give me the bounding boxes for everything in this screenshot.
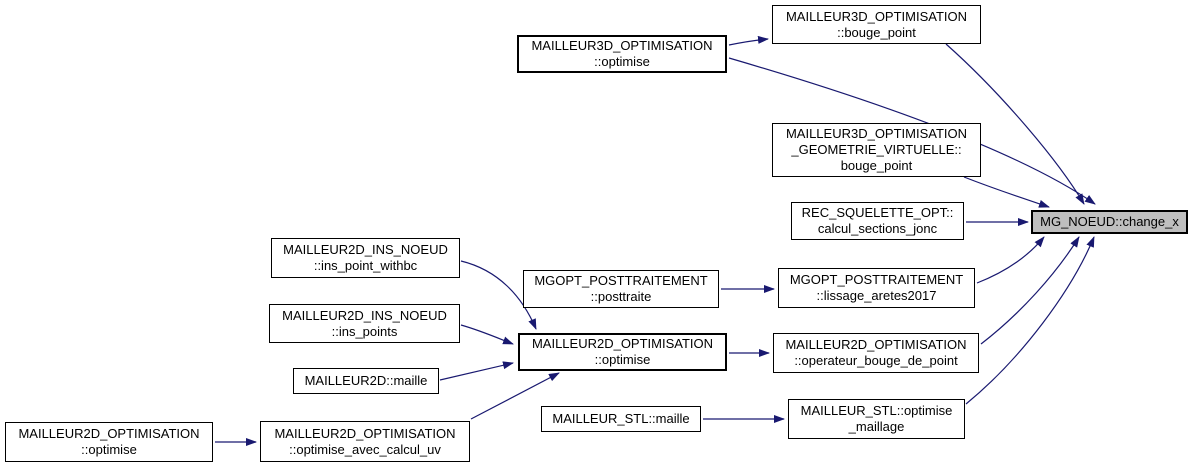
edge-ins-point-withbc-to-optimise2d xyxy=(460,260,537,330)
node-label-line: MAILLEUR2D::maille xyxy=(304,373,428,388)
node-label-line: ::ins_points xyxy=(331,323,398,339)
node-mailleur2d-optimisation-optimise-avec-calcul-uv[interactable]: MAILLEUR2D_OPTIMISATION ::optimise_avec_… xyxy=(260,421,470,462)
edge-optimise-avec-calcul-uv-to-optimise2d xyxy=(470,372,560,420)
node-mailleur2d-optimisation-optimise[interactable]: MAILLEUR2D_OPTIMISATION ::optimise xyxy=(518,333,727,371)
node-label-line: ::bouge_point xyxy=(837,24,916,40)
node-label-line: MAILLEUR2D_OPTIMISATION xyxy=(531,336,714,351)
node-label-line: ::operateur_bouge_de_point xyxy=(794,353,958,368)
node-label-line: _GEOMETRIE_VIRTUELLE:: xyxy=(791,142,962,157)
node-label-line: MAILLEUR2D_OPTIMISATION xyxy=(785,337,967,352)
node-label-line: ::ins_point_withbc xyxy=(313,258,418,273)
edge-geometrie-virtuelle-bouge-point-to-change-x xyxy=(963,176,1050,208)
node-label-line: MAILLEUR3D_OPTIMISATION xyxy=(531,38,713,53)
node-label-line: calcul_sections_jonc xyxy=(817,221,938,236)
node-label-line: MAILLEUR_STL::maille xyxy=(552,411,690,426)
node-label-line: MGOPT_POSTTRAITEMENT xyxy=(534,273,708,288)
node-label-line: MAILLEUR2D_OPTIMISATION xyxy=(274,425,456,441)
edge-maille2d-to-optimise2d xyxy=(439,361,514,381)
edge-ins-points-to-optimise2d xyxy=(460,324,514,345)
node-label-line: ::optimise xyxy=(594,352,651,367)
node-mailleur2d-optimisation-optimise-2[interactable]: MAILLEUR2D_OPTIMISATION ::optimise xyxy=(5,422,213,462)
node-mailleur2d-ins-noeud-ins-point-withbc[interactable]: MAILLEUR2D_INS_NOEUD ::ins_point_withbc xyxy=(271,238,460,278)
node-label-line: ::posttraite xyxy=(590,289,652,304)
node-mailleur3d-optimisation-optimise[interactable]: MAILLEUR3D_OPTIMISATION ::optimise xyxy=(517,35,727,73)
node-label-line: REC_SQUELETTE_OPT:: xyxy=(801,205,954,220)
node-mailleur2d-maille[interactable]: MAILLEUR2D::maille xyxy=(293,368,439,394)
node-label-line: MG_NOEUD::change_x xyxy=(1040,214,1179,229)
node-mailleur2d-optimisation-operateur-bouge-de-point[interactable]: MAILLEUR2D_OPTIMISATION ::operateur_boug… xyxy=(773,333,979,373)
node-label-line: MAILLEUR2D_OPTIMISATION xyxy=(18,426,200,441)
node-label-line: ::optimise_avec_calcul_uv xyxy=(289,441,441,457)
node-label-line: ::optimise xyxy=(81,442,137,457)
node-rec-squelette-opt-calcul-sections-jonc[interactable]: REC_SQUELETTE_OPT:: calcul_sections_jonc xyxy=(791,202,964,240)
node-label-line: bouge_point xyxy=(840,158,913,173)
node-mailleur-stl-optimise-maillage[interactable]: MAILLEUR_STL::optimise _maillage xyxy=(788,399,965,439)
node-label-line: MAILLEUR3D_OPTIMISATION xyxy=(785,126,968,141)
node-mailleur3d-optimisation-bouge-point[interactable]: MAILLEUR3D_OPTIMISATION ::bouge_point xyxy=(772,5,981,44)
edge-operateur-bouge-de-point-to-change-x xyxy=(980,236,1080,345)
node-label-line: MGOPT_POSTTRAITEMENT xyxy=(789,272,964,287)
node-label-line: ::lissage_aretes2017 xyxy=(816,288,937,303)
edge-optimise-maillage-to-change-x xyxy=(965,236,1095,405)
node-label-line: ::optimise xyxy=(594,54,650,69)
node-label-line: _maillage xyxy=(848,419,905,434)
node-mgopt-posttraitement-lissage-aretes2017[interactable]: MGOPT_POSTTRAITEMENT ::lissage_aretes201… xyxy=(778,268,975,308)
node-mailleur-stl-maille[interactable]: MAILLEUR_STL::maille xyxy=(541,406,701,432)
node-mailleur2d-ins-noeud-ins-points[interactable]: MAILLEUR2D_INS_NOEUD ::ins_points xyxy=(269,304,460,343)
node-label-line: MAILLEUR3D_OPTIMISATION xyxy=(785,8,968,24)
node-mailleur3d-optimisation-geometrie-virtuelle-bouge-point[interactable]: MAILLEUR3D_OPTIMISATION _GEOMETRIE_VIRTU… xyxy=(772,123,981,177)
node-label-line: MAILLEUR_STL::optimise xyxy=(800,403,953,418)
node-label-line: MAILLEUR2D_INS_NOEUD xyxy=(283,242,448,257)
edge-lissage-aretes2017-to-change-x xyxy=(976,236,1045,284)
edge-bouge-point3d-to-change-x xyxy=(945,43,1085,205)
edge-optimise3d-to-bouge-point3d xyxy=(728,35,769,46)
node-mgopt-posttraitement-posttraite[interactable]: MGOPT_POSTTRAITEMENT ::posttraite xyxy=(523,270,719,308)
node-mg-noeud-change-x: MG_NOEUD::change_x xyxy=(1031,210,1188,234)
node-label-line: MAILLEUR2D_INS_NOEUD xyxy=(282,307,447,323)
